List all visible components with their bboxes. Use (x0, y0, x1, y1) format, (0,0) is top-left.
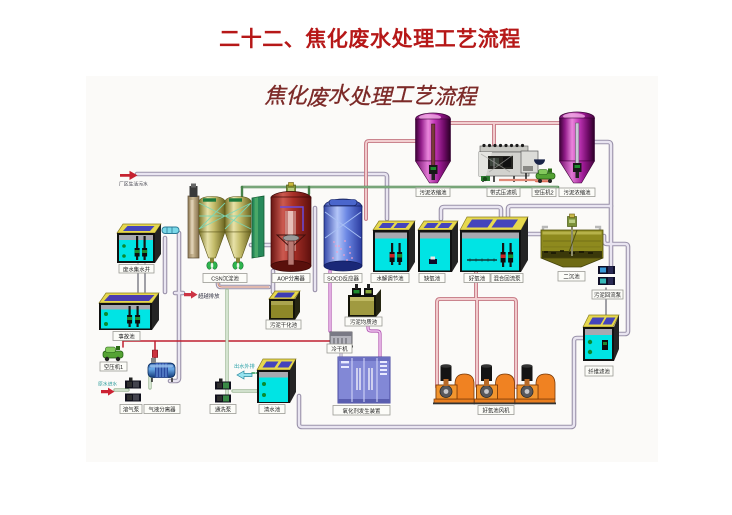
svg-text:混合回流泵: 混合回流泵 (494, 275, 522, 283)
svg-text:出水外排: 出水外排 (234, 362, 255, 370)
svg-text:污泥均质池: 污泥均质池 (350, 318, 378, 326)
svg-text:冷干机: 冷干机 (331, 345, 348, 353)
svg-text:废水集水井: 废水集水井 (123, 265, 151, 273)
svg-text:通洗泵: 通洗泵 (215, 406, 232, 414)
svg-text:水解调节池: 水解调节池 (377, 275, 405, 283)
svg-text:二沉池: 二沉池 (563, 273, 580, 281)
svg-text:纤维滤池: 纤维滤池 (588, 368, 610, 376)
svg-text:污泥浓缩池: 污泥浓缩池 (420, 189, 448, 197)
svg-text:空压机2: 空压机2 (534, 189, 553, 197)
svg-text:二十二、焦化废水处理工艺流程: 二十二、焦化废水处理工艺流程 (219, 27, 521, 51)
svg-text:好氧池风机: 好氧池风机 (483, 407, 511, 415)
svg-text:空压机1: 空压机1 (104, 363, 123, 371)
svg-text:气液分离器: 气液分离器 (149, 406, 177, 414)
svg-text:溶气泵: 溶气泵 (123, 406, 140, 414)
svg-text:缺氧池: 缺氧池 (424, 275, 441, 283)
svg-text:带式压滤机: 带式压滤机 (490, 189, 518, 197)
svg-text:污泥浓缩池: 污泥浓缩池 (564, 189, 592, 197)
svg-text:事故池: 事故池 (118, 333, 135, 341)
svg-text:AOP分离器: AOP分离器 (277, 275, 305, 283)
svg-text:厂区生活污水: 厂区生活污水 (119, 181, 148, 188)
svg-text:污泥干化池: 污泥干化池 (270, 321, 298, 329)
svg-text:污泥回流泵: 污泥回流泵 (594, 291, 622, 299)
svg-text:超越排放: 超越排放 (198, 292, 220, 300)
svg-text:清水池: 清水池 (264, 406, 281, 414)
svg-text:好氧池: 好氧池 (469, 275, 486, 283)
svg-text:氧化剂发生装置: 氧化剂发生装置 (343, 407, 381, 415)
svg-text:SOCD反应器: SOCD反应器 (327, 275, 359, 283)
svg-text:焦化废水处理工艺流程: 焦化废水处理工艺流程 (264, 83, 479, 110)
svg-text:原水进水: 原水进水 (98, 381, 117, 388)
svg-text:CSN沉淀池: CSN沉淀池 (211, 275, 239, 283)
